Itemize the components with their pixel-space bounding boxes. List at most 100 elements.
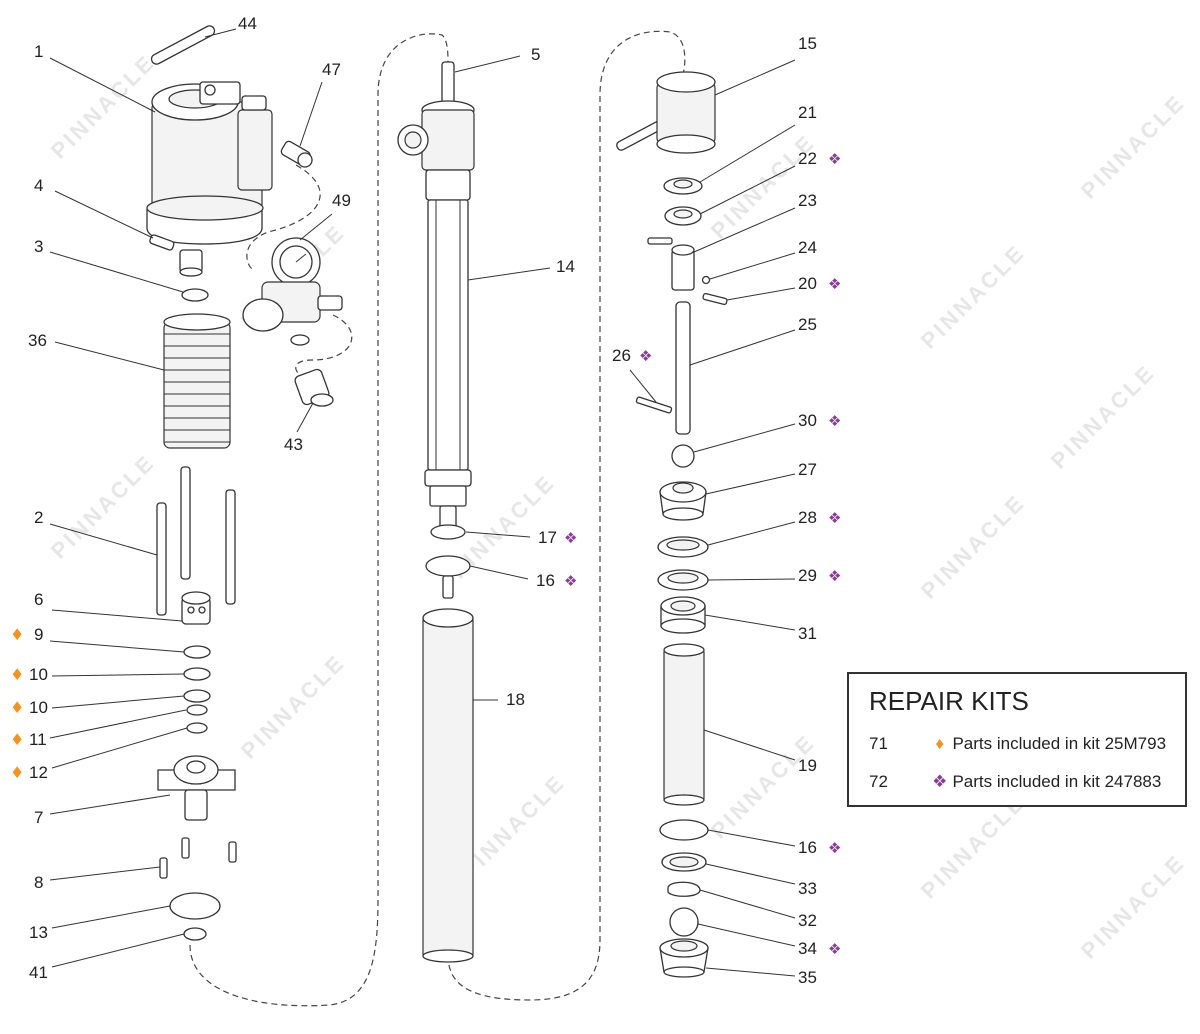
- o-ring-41: [183, 927, 207, 941]
- sleeve-18: [422, 608, 474, 963]
- packing-nut-6: [181, 591, 211, 625]
- clover-marker: ❖: [828, 839, 841, 857]
- rod-25: [675, 301, 691, 435]
- assembly-path-left: [189, 33, 449, 1007]
- screws-8: [159, 837, 237, 879]
- ball-34: [669, 907, 699, 937]
- svg-text:PINNACLE: PINNACLE: [1076, 89, 1190, 203]
- svg-text:PINNACLE: PINNACLE: [706, 729, 820, 843]
- callout-16-lower: 16: [798, 838, 817, 857]
- clover-marker: ❖: [828, 567, 841, 585]
- fitting-43: [294, 368, 334, 407]
- callout-44: 44: [238, 14, 257, 33]
- seals-9-12: [183, 645, 211, 734]
- clip-33: [661, 852, 707, 872]
- o-ring-16-upper: [425, 555, 471, 599]
- seal-28: [657, 536, 709, 558]
- svg-text:PINNACLE: PINNACLE: [1076, 849, 1190, 963]
- callout-26: 26: [612, 346, 631, 365]
- assembly-path-right: [447, 30, 686, 1001]
- callout-8: 8: [34, 873, 43, 892]
- o-ring-13: [169, 892, 221, 920]
- repair-kits-box: REPAIR KITS 71 ♦ Parts included in kit 2…: [847, 672, 1187, 807]
- callout-35: 35: [798, 968, 817, 987]
- callout-17: 17: [538, 528, 557, 547]
- callout-33: 33: [798, 879, 817, 898]
- retainer-32: [667, 881, 701, 897]
- intake-7: [157, 755, 236, 821]
- callout-5: 5: [531, 45, 540, 64]
- kit-markers-purple: ❖ ❖ ❖ ❖ ❖ ❖ ❖ ❖ ❖ ❖: [564, 150, 841, 958]
- callout-2: 2: [34, 508, 43, 527]
- repair-kit-row: 71 ♦ Parts included in kit 25M793: [869, 734, 1166, 754]
- o-ring-17: [430, 524, 466, 540]
- callout-20: 20: [798, 274, 817, 293]
- screw-26: [635, 396, 673, 414]
- clover-marker: ❖: [828, 940, 841, 958]
- callouts: 44 1 47 4 49 3 36 43 2 6 9 10 10 11 12 7…: [28, 14, 817, 987]
- diamond-marker: ♦: [935, 734, 945, 753]
- callout-34: 34: [798, 939, 817, 958]
- air-motor-1: [146, 81, 273, 245]
- seal-22: [664, 206, 702, 226]
- o-ring-16-lower: [659, 819, 709, 841]
- svg-text:PINNACLE: PINNACLE: [46, 49, 160, 163]
- callout-4: 4: [34, 176, 43, 195]
- callout-7: 7: [34, 808, 43, 827]
- svg-text:PINNACLE: PINNACLE: [236, 649, 350, 763]
- clover-marker: ❖: [828, 412, 841, 430]
- callout-13: 13: [29, 923, 48, 942]
- callout-6: 6: [34, 590, 43, 609]
- callout-18: 18: [506, 690, 525, 709]
- callout-14: 14: [556, 257, 575, 276]
- screw-20: [702, 292, 728, 306]
- cylinder-19: [663, 643, 705, 806]
- callout-49: 49: [332, 191, 351, 210]
- callout-10-a: 10: [29, 665, 48, 684]
- callout-9: 9: [34, 625, 43, 644]
- callout-31: 31: [798, 624, 817, 643]
- tie-rods-2: [156, 466, 236, 616]
- gauge-hose-path: [246, 164, 321, 269]
- clover-marker: ❖: [932, 772, 948, 791]
- svg-text:PINNACLE: PINNACLE: [46, 449, 160, 563]
- fitting-hose-path: [295, 314, 353, 376]
- kit-number: 72: [869, 772, 888, 791]
- callout-41: 41: [29, 963, 48, 982]
- diamond-marker: ♦: [10, 730, 24, 749]
- leader-lines: [49, 28, 796, 977]
- diamond-marker: ♦: [10, 763, 24, 782]
- regulator-gauge-49: [242, 237, 343, 346]
- coupling-15: [616, 71, 716, 154]
- coupler-stub: [179, 249, 203, 277]
- piston-23: [647, 237, 695, 291]
- repair-kit-row: 72 ❖ Parts included in kit 247883: [869, 772, 1161, 792]
- kit-description: Parts included in kit 25M793: [952, 734, 1167, 753]
- spring-36: [163, 313, 231, 449]
- callout-36: 36: [28, 331, 47, 350]
- callout-29: 29: [798, 566, 817, 585]
- o-ring-3: [181, 288, 209, 302]
- callout-24: 24: [798, 238, 817, 257]
- kit-description: Parts included in kit 247883: [952, 772, 1162, 791]
- clover-marker: ❖: [564, 529, 577, 547]
- valve-27: [659, 481, 707, 521]
- nut-21: [663, 177, 703, 195]
- callout-11: 11: [29, 730, 47, 749]
- callout-47: 47: [322, 60, 341, 79]
- repair-kits-title: REPAIR KITS: [869, 686, 1029, 716]
- callout-10-b: 10: [29, 698, 48, 717]
- clover-marker: ❖: [828, 275, 841, 293]
- pin-24: [701, 275, 711, 285]
- callout-21: 21: [798, 103, 817, 122]
- seal-29: [657, 569, 709, 591]
- callout-43: 43: [284, 435, 303, 454]
- callout-12: 12: [29, 763, 48, 782]
- diamond-marker: ♦: [10, 698, 24, 717]
- ball-30: [671, 444, 695, 468]
- clover-marker: ❖: [564, 572, 577, 590]
- svg-text:PINNACLE: PINNACLE: [916, 489, 1030, 603]
- callout-1: 1: [34, 42, 43, 61]
- fitting-47: [280, 140, 313, 168]
